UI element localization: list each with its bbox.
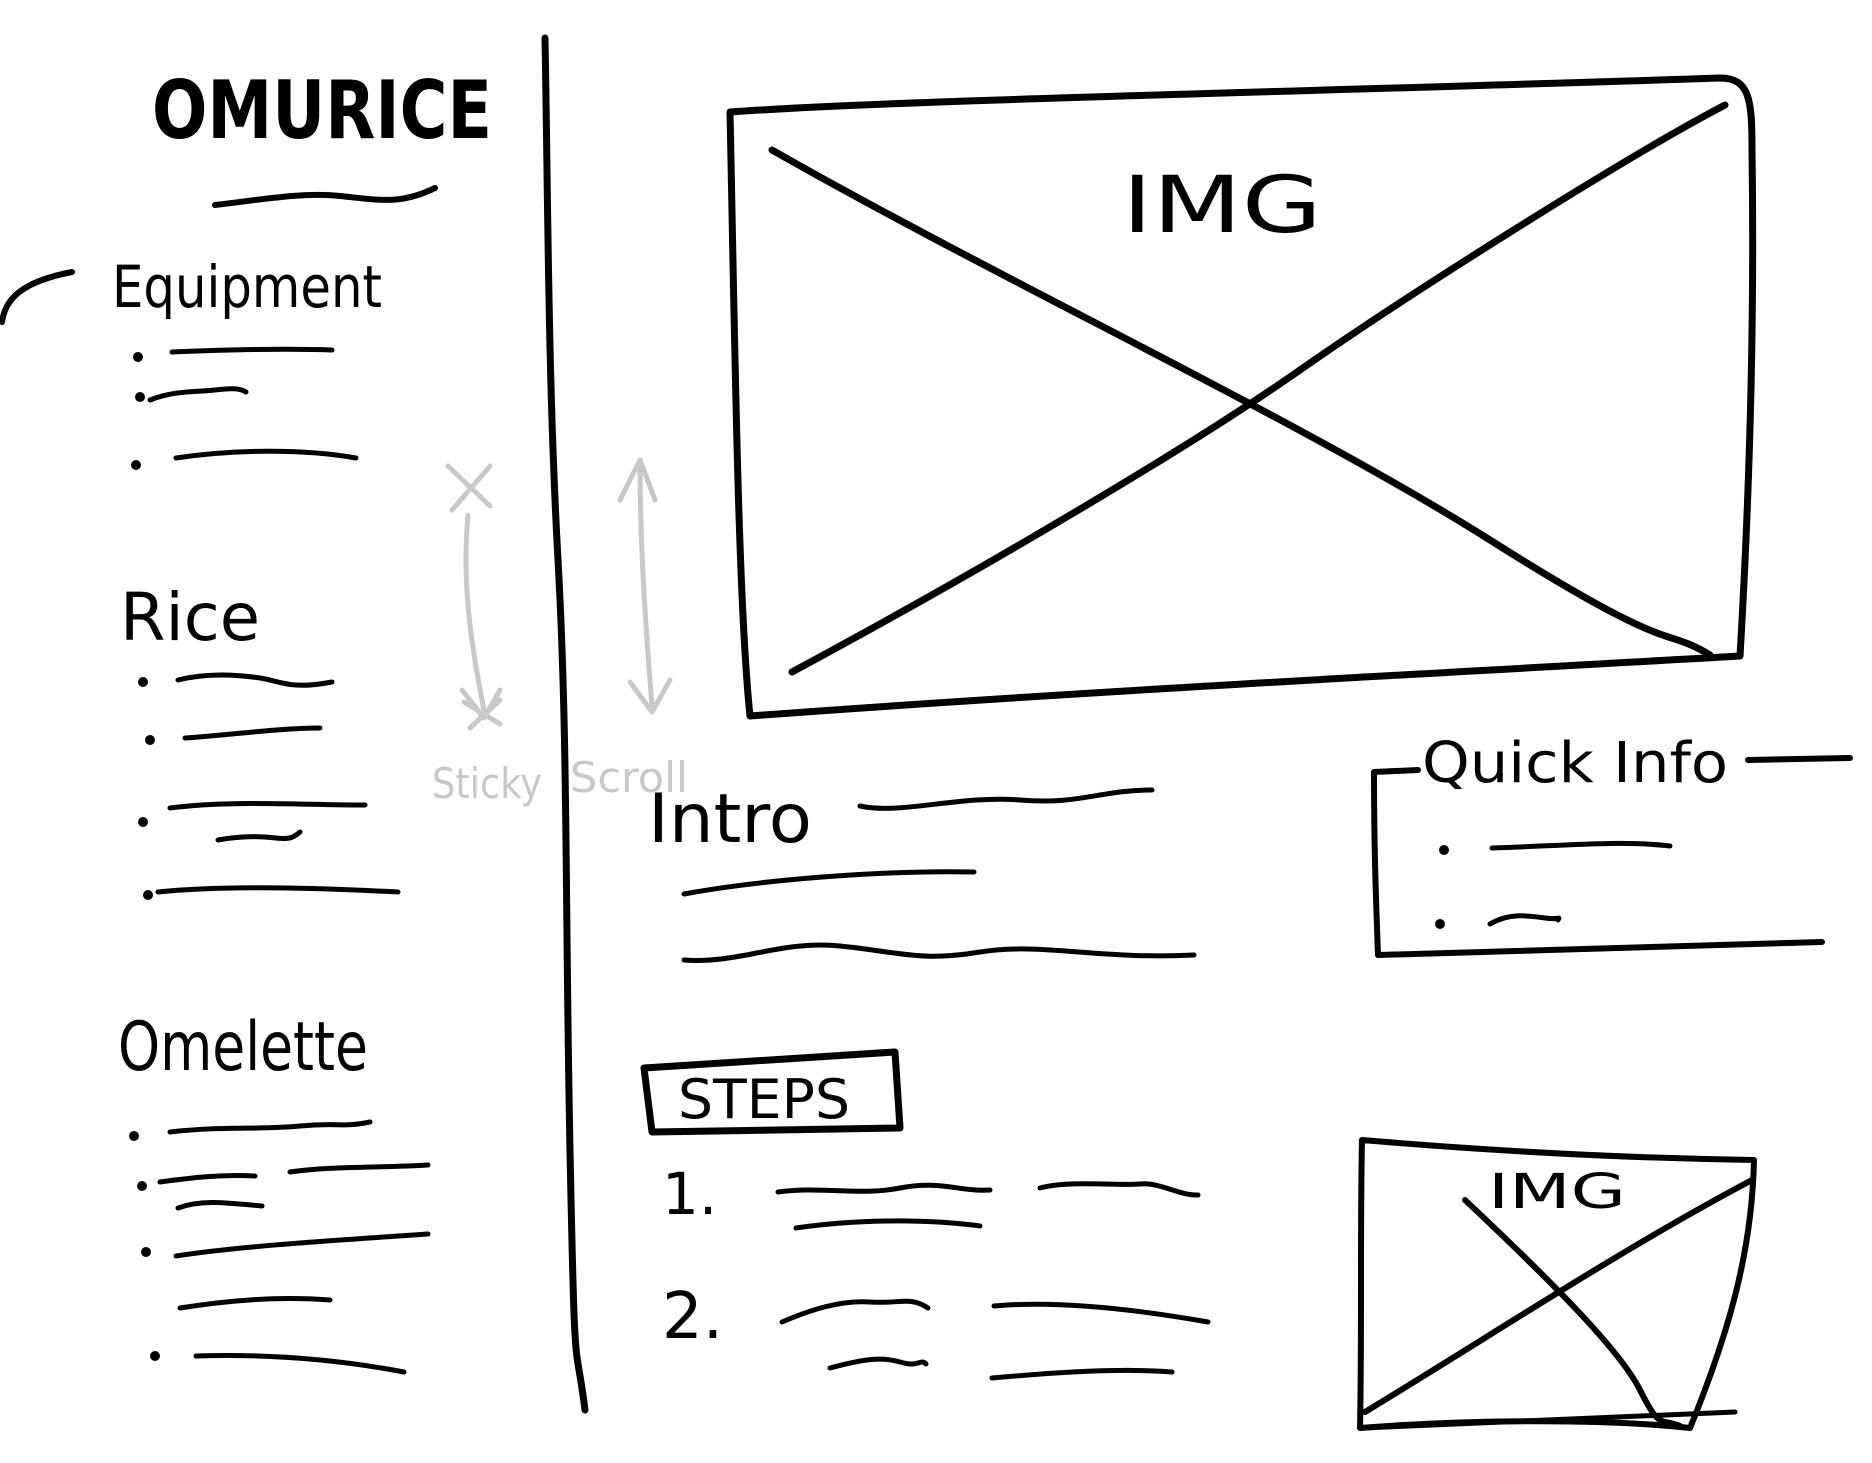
image-frame [726,74,1757,720]
sticky-annotation: Sticky [432,463,542,808]
image-bottom-edge [1359,1409,1738,1431]
bullet [145,735,155,745]
placeholder-line [147,386,249,403]
bullet [138,677,148,687]
placeholder-line [182,725,323,741]
placeholder-line [215,829,303,843]
panel-frame [1745,755,1853,763]
placeholder-line [1487,913,1562,927]
scroll-note: Scroll [570,753,688,802]
vertical-arrow [463,512,487,713]
hero-image-label: IMG [1122,161,1322,251]
bullet [150,1351,160,1361]
button-frame [640,1048,904,1136]
placeholder-line [173,448,359,461]
placeholder-line [991,1301,1211,1325]
close-icon [461,697,503,731]
bullet [137,1181,147,1191]
bullet [129,1131,139,1141]
steps-button[interactable]: STEPS [640,1048,904,1136]
image-cross [1362,1177,1755,1415]
placeholder-line [779,1298,931,1325]
section-heading-equipment: Equipment [112,253,382,321]
bullet [1435,919,1445,929]
intro-section: Intro [648,780,1197,963]
bullet [131,460,141,470]
bullet [135,392,145,402]
sidebar-section-rice[interactable]: Rice [120,579,401,900]
placeholder-line [793,1218,983,1231]
sticky-note: Sticky [432,759,542,808]
bullet [1439,845,1449,855]
placeholder-line [775,1182,993,1195]
image-frame [1357,1137,1757,1431]
bullet [133,352,143,362]
hero-image-placeholder: IMG [726,74,1757,720]
image-cross [768,146,1714,659]
step-image-label: IMG [1488,1164,1626,1220]
section-heading-omelette: Omelette [118,1008,368,1087]
quick-info-heading: Quick Info [1422,731,1728,796]
placeholder-line [681,869,977,897]
placeholder-line [167,1119,373,1135]
placeholder-line [287,1162,431,1175]
sidebar-section-omelette[interactable]: Omelette [118,1008,431,1375]
main-content: Scroll IMG Intro Quick Info [570,74,1853,1431]
vertical-arrow [637,459,655,709]
close-icon [445,463,493,513]
collapse-marker-icon [0,269,75,325]
step-item: 2. [662,1280,1211,1381]
placeholder-line [175,1200,265,1211]
placeholder-line [167,800,368,811]
placeholder-line [155,885,401,895]
bullet [141,1247,151,1257]
title-underline [212,185,438,208]
step-item: 1. [662,1160,1201,1231]
bullet [138,817,148,827]
panel-frame [1371,767,1825,958]
up-arrow [617,457,658,503]
image-cross [1462,1197,1683,1429]
placeholder-line [193,1353,407,1375]
placeholder-list [131,346,359,470]
quick-info-panel: Quick Info [1371,731,1853,958]
placeholder-line [157,1172,258,1185]
placeholder-line [989,1367,1175,1381]
placeholder-line [1489,840,1673,851]
steps-section: STEPS 1. 2. [640,1048,1211,1381]
sidebar-section-equipment[interactable]: Equipment [112,253,382,470]
placeholder-list [138,672,401,900]
placeholder-line [175,672,335,688]
steps-button-label: STEPS [678,1068,850,1131]
scroll-annotation: Scroll [570,457,688,802]
image-cross [788,101,1729,676]
placeholder-line [827,1356,929,1371]
page-title: OMURICE [152,64,492,157]
placeholder-list [129,1119,431,1375]
down-arrow [627,677,673,715]
step-number: 2. [662,1280,723,1354]
step-image-placeholder: IMG [1357,1137,1757,1431]
placeholder-line [169,346,335,355]
intro-heading: Intro [648,780,812,859]
bullet [143,890,153,900]
sidebar: OMURICE Equipment Rice [0,64,542,1375]
placeholder-line [173,1231,431,1259]
placeholder-line [857,787,1155,811]
placeholder-line [177,1295,333,1311]
section-heading-rice: Rice [120,579,260,656]
placeholder-line [1037,1181,1201,1198]
placeholder-line [681,942,1197,963]
step-number: 1. [662,1160,717,1228]
sidebar-divider [541,34,589,1414]
